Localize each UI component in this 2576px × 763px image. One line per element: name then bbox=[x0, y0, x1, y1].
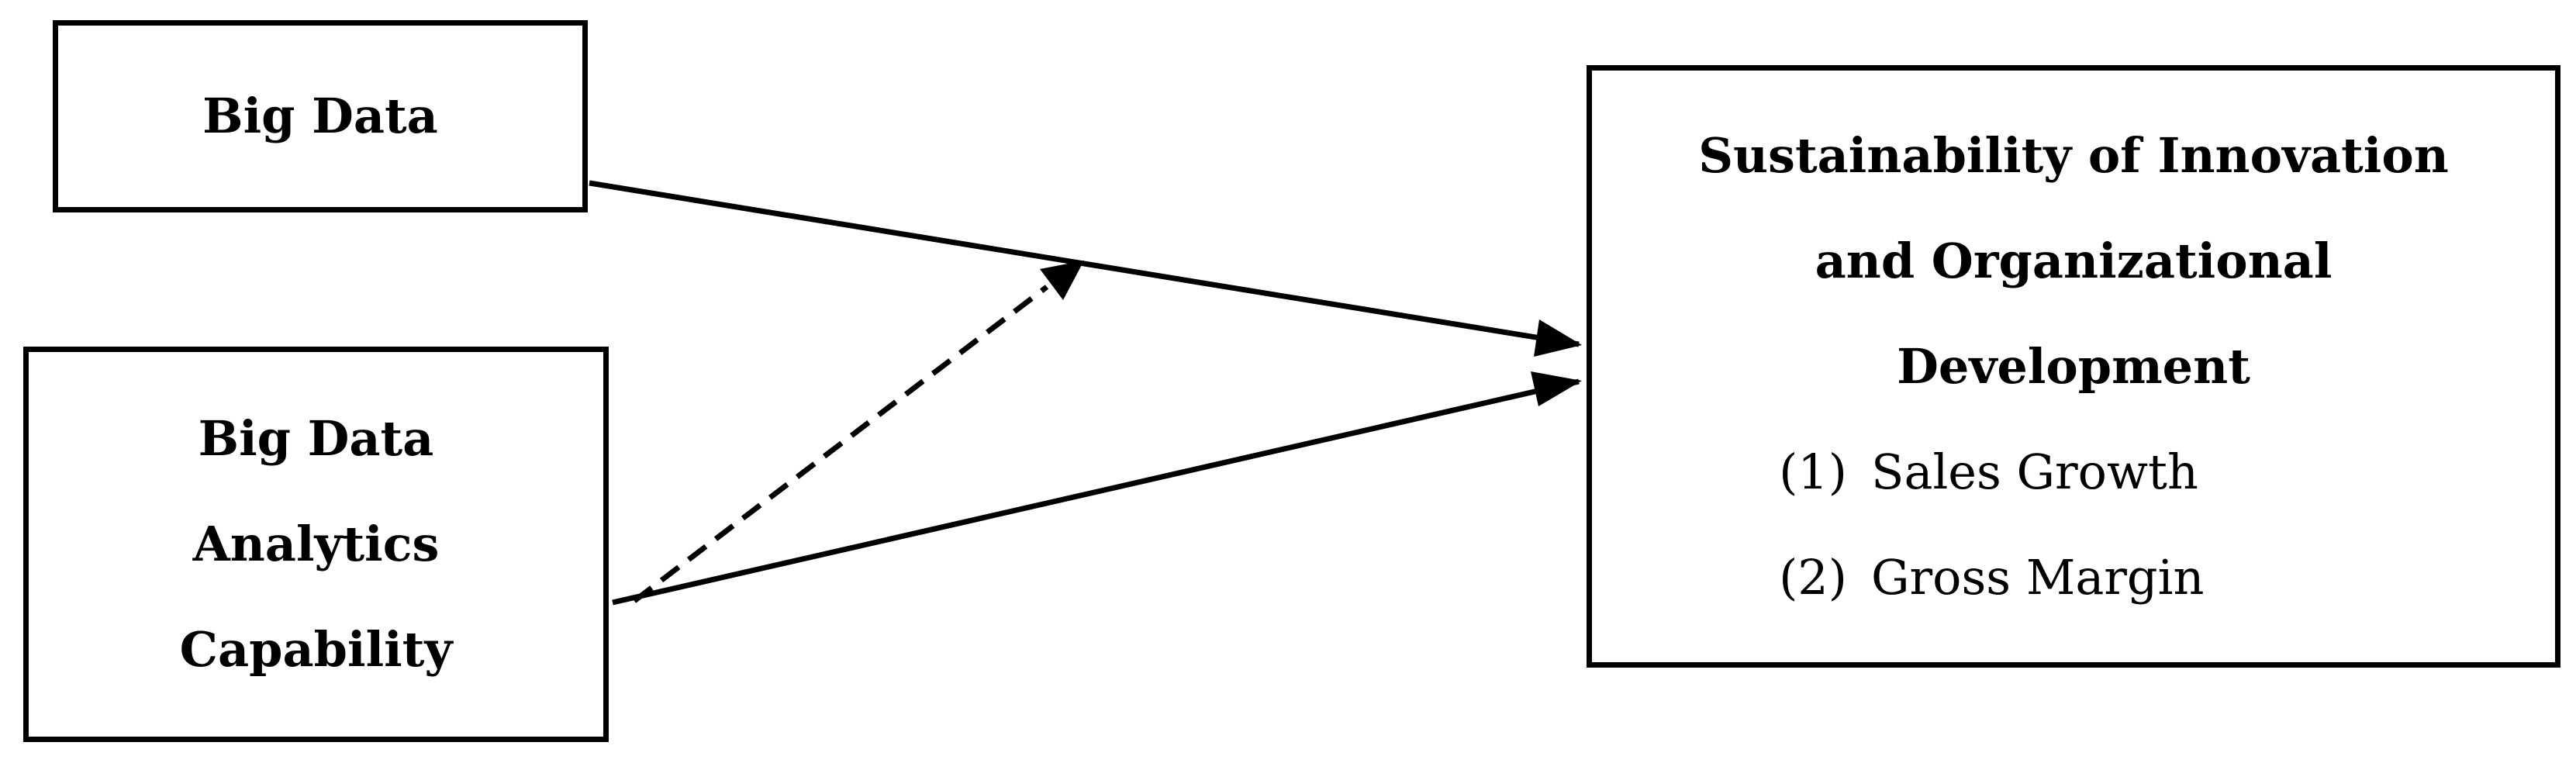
node-bdac-line-1: Big Data bbox=[198, 410, 434, 467]
node-bdac-line-2: Analytics bbox=[192, 516, 440, 572]
node-outcome-title-line-1: Sustainability of Innovation bbox=[1698, 126, 2449, 184]
arrowhead-big-data-to-outcome bbox=[1534, 319, 1582, 357]
indicator-number: (2) bbox=[1779, 548, 1847, 606]
edge-bdac-to-outcome bbox=[612, 378, 1580, 606]
arrowhead-bdac-to-outcome bbox=[1531, 371, 1582, 406]
node-outcome-title-line-2: and Organizational bbox=[1815, 232, 2333, 289]
node-big-data-label: Big Data bbox=[202, 88, 438, 144]
node-bdac-line-3: Capability bbox=[179, 621, 453, 678]
indicator-number: (1) bbox=[1779, 443, 1847, 500]
outcome-indicator-item: (1) Sales Growth bbox=[1755, 419, 2204, 525]
indicator-label: Gross Margin bbox=[1871, 548, 2205, 606]
node-big-data: Big Data bbox=[53, 20, 588, 212]
outcome-indicator-item: (2) Gross Margin bbox=[1755, 525, 2204, 630]
edge-bdac-moderation-dashed bbox=[632, 285, 1049, 603]
outcome-indicator-list: (1) Sales Growth (2) Gross Margin bbox=[1755, 419, 2204, 630]
node-sustainability-outcome: Sustainability of Innovation and Organiz… bbox=[1587, 65, 2560, 668]
node-big-data-analytics-capability: Big Data Analytics Capability bbox=[23, 347, 609, 742]
node-outcome-title-line-3: Development bbox=[1897, 337, 2250, 395]
edge-big-data-to-outcome bbox=[589, 180, 1580, 347]
arrowhead-bdac-moderation bbox=[1040, 261, 1084, 300]
indicator-label: Sales Growth bbox=[1871, 443, 2198, 500]
